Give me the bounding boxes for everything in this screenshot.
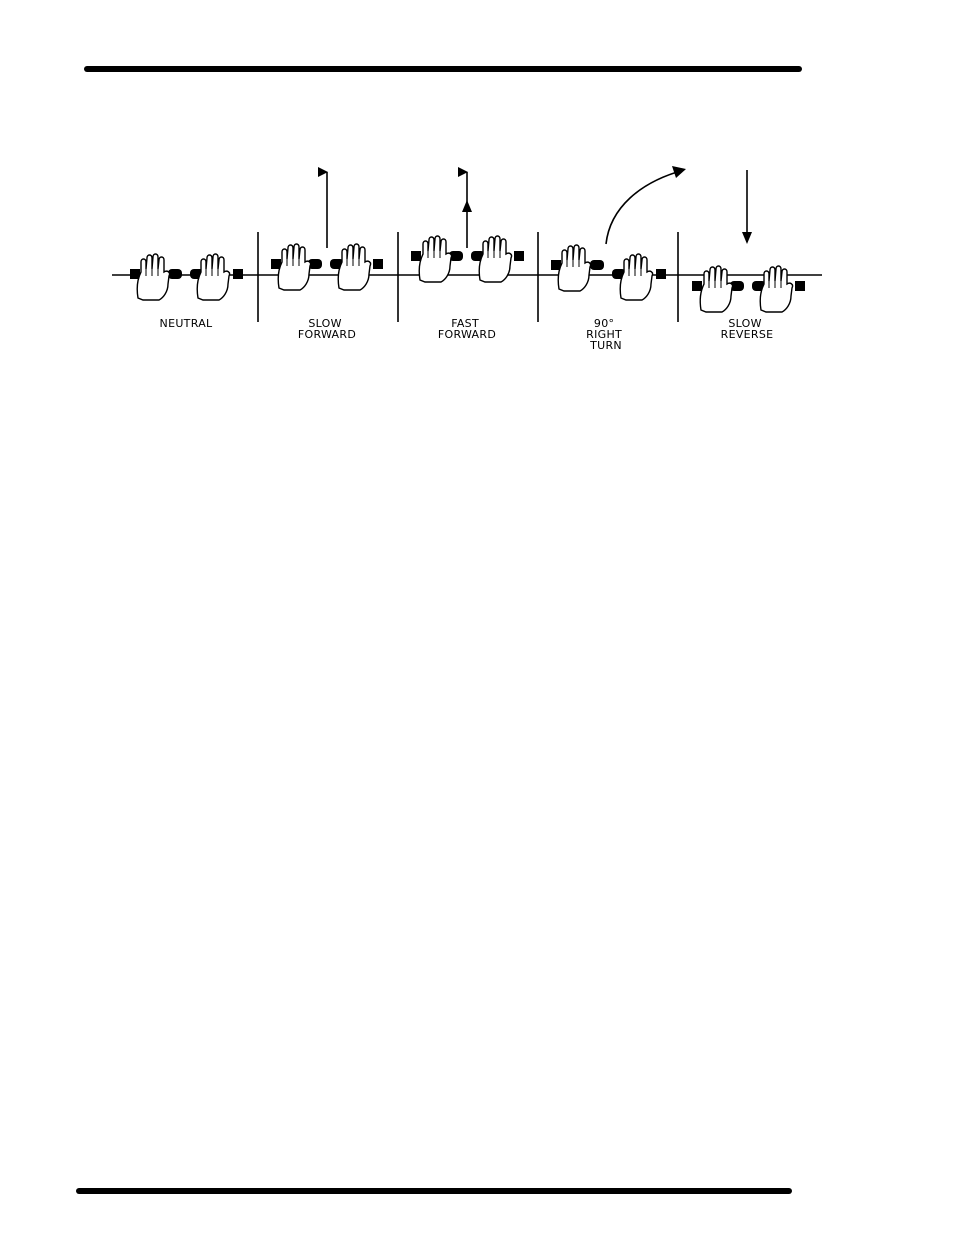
lever-control-diagram: NEUTRAL SLOW FORWARD FAST FORWARD 90° RI…: [112, 166, 822, 352]
left-hand-icon: [418, 235, 453, 283]
panel-label: 90° RIGHT TURN: [586, 317, 626, 352]
panel-neutral: [130, 253, 243, 301]
panel-slow-forward: [271, 167, 383, 291]
left-hand-icon: [277, 243, 312, 291]
right-hand-icon: [619, 253, 654, 301]
bottom-rule: [76, 1188, 792, 1194]
panel-fast-forward: [411, 167, 524, 283]
right-hand-icon: [478, 235, 513, 283]
curved-arrow-icon: [605, 169, 685, 245]
panel-label: SLOW FORWARD: [298, 317, 356, 341]
panel-slow-reverse: [692, 170, 805, 313]
panel-label: NEUTRAL: [160, 317, 213, 330]
right-hand-icon: [759, 265, 794, 313]
left-hand-icon: [557, 244, 592, 292]
panel-label: SLOW REVERSE: [721, 317, 774, 341]
right-hand-icon: [196, 253, 231, 301]
left-hand-icon: [136, 253, 171, 301]
panel-right-turn: [551, 166, 686, 301]
panel-label: FAST FORWARD: [438, 317, 496, 341]
right-hand-icon: [337, 243, 372, 291]
top-rule: [84, 66, 802, 72]
left-hand-icon: [699, 265, 734, 313]
